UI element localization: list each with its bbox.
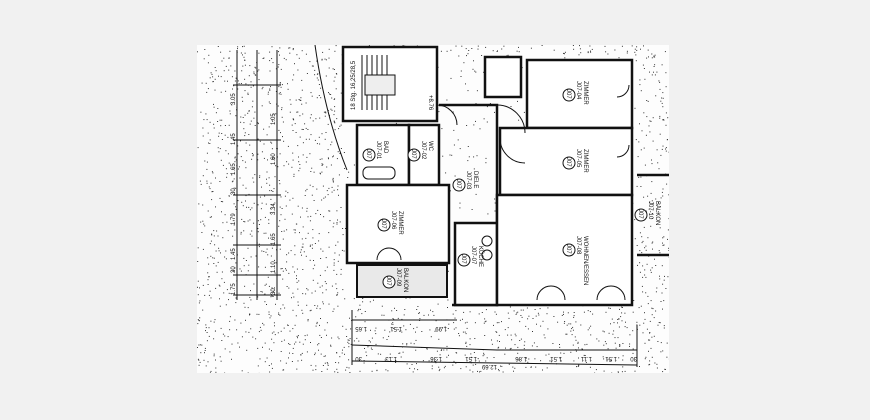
dimension-label: 1.51: [390, 325, 402, 331]
dimension-label: 1.65: [355, 325, 367, 331]
room-id: J07-09: [395, 268, 401, 287]
room-badge: J07: [385, 276, 391, 286]
room-badge: J07: [365, 149, 371, 159]
dimension-label: 1.79: [231, 213, 237, 225]
bottom-dimension-lines: [351, 310, 638, 367]
room-badge: J07: [460, 254, 466, 264]
room-badge: J07: [565, 157, 571, 167]
left-dimension-lines: [233, 50, 281, 300]
room-badge: J07: [380, 219, 386, 229]
dimension-label: 30: [231, 188, 237, 195]
dimension-label: 30: [271, 288, 277, 295]
room-name: WOHNEN/ESSEN: [582, 236, 588, 285]
room-balkon-09: [356, 264, 448, 298]
dimension-label: 30: [231, 266, 237, 273]
room-badge: J07: [565, 89, 571, 99]
stair-treads: [361, 55, 396, 110]
room-name: ZIMMER: [582, 149, 588, 173]
dimension-label: 1.51: [465, 355, 477, 361]
dimension-label: 1.13: [385, 355, 397, 361]
dimension-label: 30: [630, 355, 637, 361]
room-name: ZIMMER: [582, 81, 588, 105]
dimension-label: 1.65: [231, 163, 237, 175]
room-badge: J07: [455, 179, 461, 189]
room-badge: J07: [565, 244, 571, 254]
room-zimmer-06: [345, 183, 451, 265]
dimension-label: 1.51: [605, 355, 617, 361]
room-name: DIELE: [472, 171, 478, 188]
room-balkon-10: [637, 173, 669, 257]
left-dimension-labels-inner: 30 1.10 1.65 3.34 1.60 1.05: [271, 113, 277, 295]
left-dimension-labels: 1.75 30 1.45 1.79 30 1.65 1.45 3.05: [231, 93, 237, 295]
dimension-label: 1.05: [271, 113, 277, 125]
room-id: J07-05: [575, 149, 581, 168]
door-swings: [376, 84, 630, 301]
dimension-label: 1.36: [430, 355, 442, 361]
room-id: J07-10: [647, 201, 653, 220]
dimension-total: 12.69: [481, 363, 497, 369]
room-id: J07-02: [420, 141, 426, 160]
room-name: BALKON: [402, 268, 408, 292]
dimension-label: 1.60: [271, 153, 277, 165]
dimension-label: 1.45: [231, 133, 237, 145]
dimension-label: 1.99: [435, 325, 447, 331]
level-label: +8.76: [427, 95, 433, 111]
room-badge: J07: [410, 149, 416, 159]
dimension-label: 3.05: [231, 93, 237, 105]
room-zimmer-04: [525, 58, 634, 130]
terrace-arc: [314, 45, 348, 171]
dimension-label: 1.45: [231, 248, 237, 260]
dimension-label: 30: [355, 355, 362, 361]
room-name: ZIMMER: [397, 211, 403, 235]
dimension-label: 1.65: [271, 233, 277, 245]
stair-label: 18 Stg. 16,25/28,5: [351, 60, 357, 110]
dimension-label: 1.75: [231, 283, 237, 295]
dimension-label: 1.10: [271, 261, 277, 273]
room-name: WC: [427, 141, 433, 152]
elevator-shaft: [483, 55, 523, 99]
room-badge: J07: [637, 209, 643, 219]
room-id: J07-03: [465, 171, 471, 190]
room-id: J07-08: [575, 236, 581, 255]
room-id: J07-06: [390, 211, 396, 230]
room-id: J07-01: [375, 141, 381, 160]
dimension-label: 1.86: [515, 355, 527, 361]
room-id: J07-04: [575, 81, 581, 100]
bathtub: [362, 166, 396, 180]
room-name: BAD: [382, 141, 388, 154]
dimension-label: 1.11: [580, 355, 592, 361]
room-name: KÜCHE: [477, 246, 484, 267]
dimension-label: 1.51: [550, 355, 562, 361]
room-name: BALKON: [654, 201, 660, 225]
dimension-label: 3.34: [271, 203, 277, 215]
room-id: J07-07: [470, 246, 476, 265]
